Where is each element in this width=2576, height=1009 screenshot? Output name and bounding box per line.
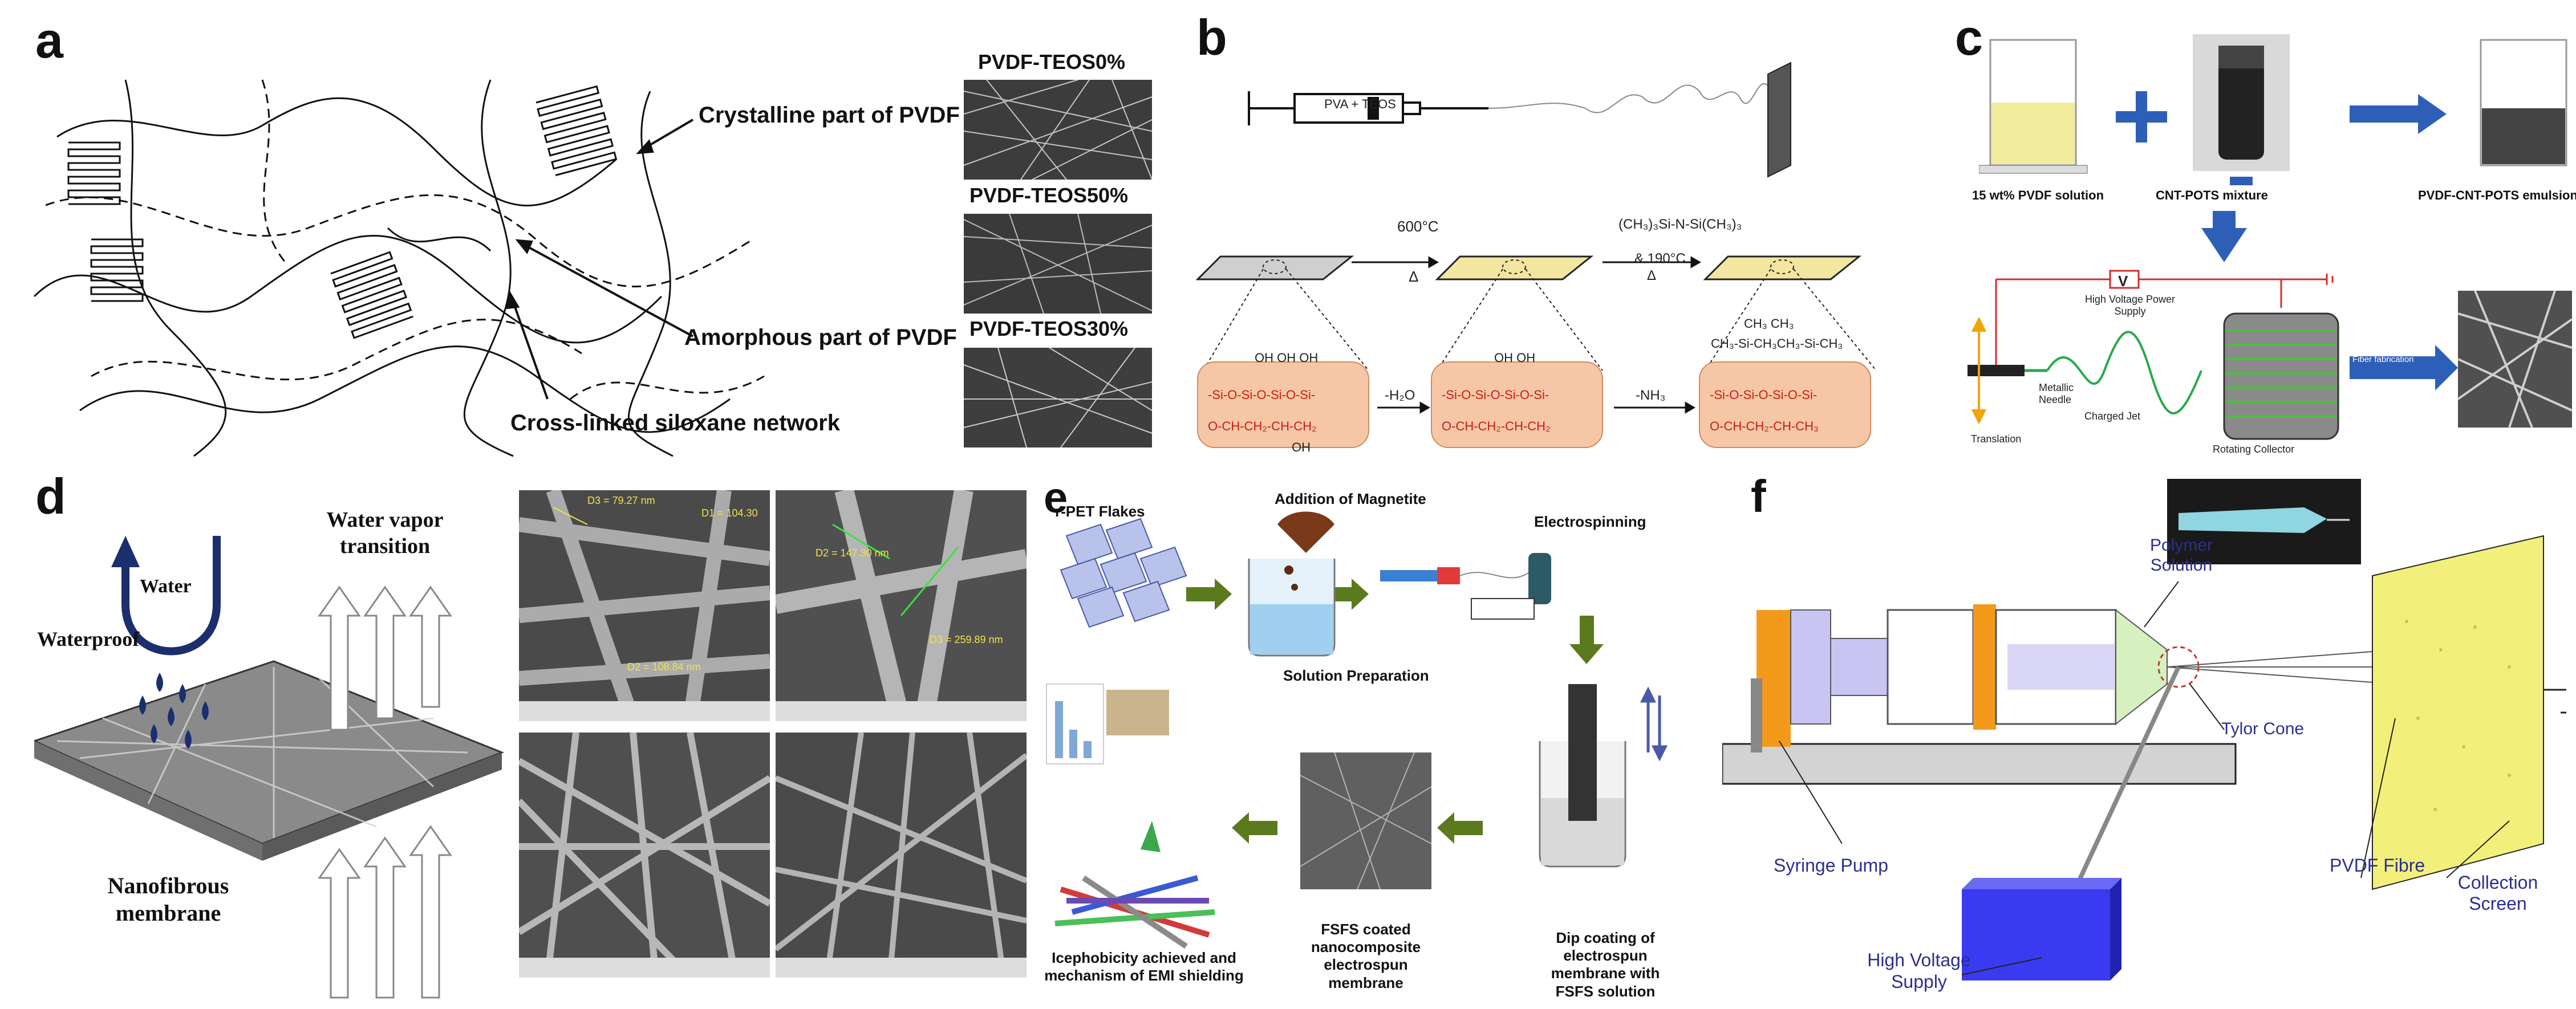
waterproof-membrane-diagram bbox=[34, 536, 505, 999]
water-label: Water bbox=[140, 576, 192, 597]
sem-image-teos30 bbox=[964, 348, 1152, 447]
sem-title-teos50: PVDF-TEOS50% bbox=[969, 184, 1129, 207]
panel-letter-e: e bbox=[1044, 474, 1068, 522]
fiber-fab-label: Fiber fabrication bbox=[2352, 355, 2414, 364]
voltage-symbol: V bbox=[2118, 272, 2128, 290]
translation-label: Translation bbox=[1971, 433, 2022, 445]
cnt-pots-label: CNT-POTS mixture bbox=[2156, 188, 2268, 202]
solution-prep-label: Solution Preparation bbox=[1283, 667, 1429, 684]
step2-reagent: (CH₃)₃Si-N-Si(CH₃)₃ bbox=[1618, 217, 1742, 232]
tylor-cone-label: Tylor Cone bbox=[2221, 719, 2305, 738]
siloxane-label: Cross-linked siloxane network bbox=[510, 410, 840, 436]
sem-image-d2 bbox=[776, 490, 1027, 721]
chain3-silyl: CH₃-Si-CH₃CH₃-Si-CH₃ bbox=[1711, 336, 1843, 351]
sem-title-teos30: PVDF-TEOS30% bbox=[969, 317, 1129, 340]
sem-measure-4: D2 = 147.30 nm bbox=[816, 547, 889, 559]
hv-supply-label: High Voltage Supply bbox=[1867, 950, 1971, 992]
vapor-label: Water vapor transition bbox=[326, 508, 444, 558]
sem-measure-5: D3 = 259.89 nm bbox=[930, 634, 1003, 645]
sem-image-d3 bbox=[519, 733, 770, 978]
syringe-pump-label: Syringe Pump bbox=[1774, 855, 1888, 876]
emi-shielding-process bbox=[1046, 511, 1668, 949]
sem-measure-3: D2 = 108.84 nm bbox=[627, 661, 701, 673]
panel-letter-d: d bbox=[35, 468, 66, 524]
chain2-oh: OH OH bbox=[1494, 351, 1536, 365]
pvdf-polymer-diagram bbox=[33, 79, 765, 457]
icephobicity-label: Icephobicity achieved and mechanism of E… bbox=[1044, 949, 1244, 984]
magnetite-label: Addition of Magnetite bbox=[1275, 490, 1426, 507]
collection-screen-label: Collection Screen bbox=[2457, 872, 2538, 914]
minus-nh3: -NH₃ bbox=[1636, 388, 1666, 403]
chain1-side: O-CH-CH₂-CH-CH₂ bbox=[1208, 419, 1317, 433]
chain2-side: O-CH-CH₂-CH-CH₂ bbox=[1442, 419, 1551, 433]
step2-cond: & 190°C bbox=[1634, 251, 1686, 266]
surface-modification-scheme bbox=[1195, 255, 1876, 448]
waterproof-label: Waterproof bbox=[37, 628, 140, 650]
pvdf-fibre-label: PVDF Fibre bbox=[2330, 855, 2425, 876]
membrane-label: Nanofibrous membrane bbox=[107, 873, 229, 926]
electrospinning-label: Electrospinning bbox=[1534, 513, 1646, 530]
collector-label: Rotating Collector bbox=[2213, 444, 2295, 455]
hv-label: High Voltage Power Supply bbox=[2084, 294, 2176, 317]
step1-temp: 600°C bbox=[1397, 218, 1439, 235]
sem-measure-2: D1 = 104.30 bbox=[701, 507, 758, 519]
electrospinning-setup-b bbox=[1248, 62, 1791, 178]
sem-image-teos0 bbox=[964, 80, 1152, 180]
flakes-label: r-PET Flakes bbox=[1055, 503, 1145, 520]
sem-title-teos0: PVDF-TEOS0% bbox=[978, 50, 1126, 74]
electrospinning-setup-f bbox=[1722, 479, 2566, 980]
crystalline-label: Crystalline part of PVDF bbox=[699, 103, 960, 128]
sem-image-d4 bbox=[776, 733, 1027, 978]
panel-letter-b: b bbox=[1196, 9, 1227, 66]
electrospinning-setup-c bbox=[1968, 211, 2572, 440]
jet-label: Charged Jet bbox=[2084, 410, 2141, 422]
chain1-bottom-oh: OH bbox=[1292, 440, 1311, 454]
minus-h2o: -H₂O bbox=[1385, 388, 1415, 403]
chain1-backbone: -Si-O-Si-O-Si-O-Si- bbox=[1208, 388, 1316, 402]
chain2-backbone: -Si-O-Si-O-Si-O-Si- bbox=[1442, 388, 1549, 402]
step2-delta: Δ bbox=[1647, 268, 1657, 283]
needle-label: Metallic Needle bbox=[2039, 382, 2074, 405]
fsfs-membrane-label: FSFS coated nanocomposite electrospun me… bbox=[1311, 921, 1421, 991]
chain3-backbone: -Si-O-Si-O-Si-O-Si- bbox=[1710, 388, 1818, 402]
syringe-label: PVA + TEOS bbox=[1324, 97, 1396, 111]
emulsion-label: PVDF-CNT-POTS emulsion bbox=[2418, 188, 2576, 202]
chain3-side: O-CH-CH₂-CH-CH₃ bbox=[1710, 419, 1819, 433]
sem-image-teos50 bbox=[964, 214, 1152, 314]
polymer-solution-label: Polymer Solution bbox=[2149, 536, 2213, 575]
step1-delta: Δ bbox=[1409, 268, 1419, 285]
amorphous-label: Amorphous part of PVDF bbox=[684, 325, 957, 350]
solution-beakers bbox=[1979, 34, 2567, 185]
pvdf-solution-label: 15 wt% PVDF solution bbox=[1972, 188, 2104, 202]
chain1-oh: OH OH OH bbox=[1255, 351, 1319, 365]
panel-letter-a: a bbox=[35, 12, 63, 68]
sem-measure-1: D3 = 79.27 nm bbox=[587, 495, 655, 506]
panel-letter-c: c bbox=[1955, 9, 1983, 66]
dip-coating-label: Dip coating of electrospun membrane with… bbox=[1551, 929, 1660, 1000]
panel-letter-f: f bbox=[1751, 471, 1766, 522]
chain3-ch3: CH₃ CH₃ bbox=[1744, 316, 1794, 331]
sem-image-d1 bbox=[519, 490, 770, 721]
